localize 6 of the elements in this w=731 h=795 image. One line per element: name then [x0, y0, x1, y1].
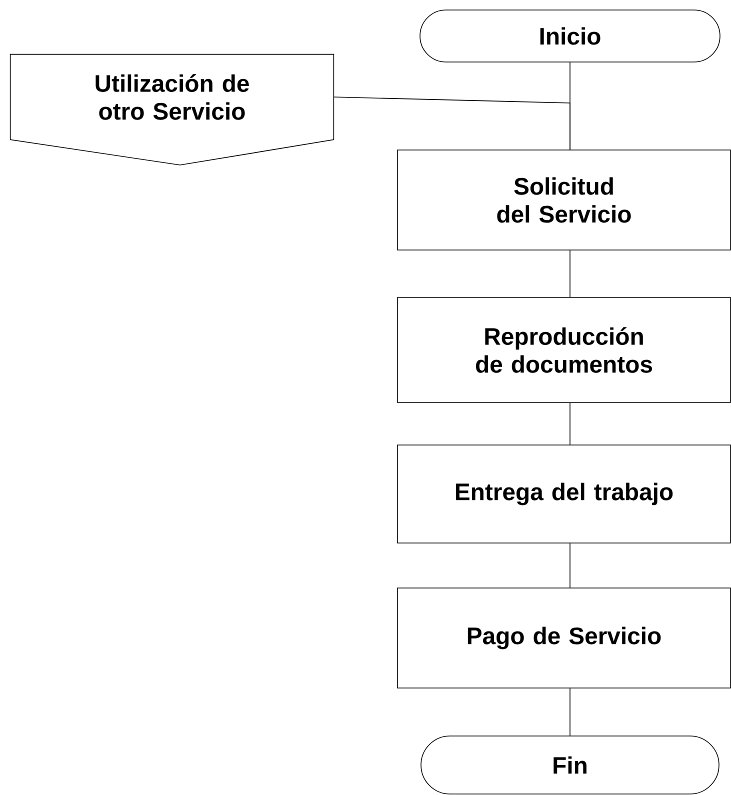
process-box: Solicitud del Servicio: [397, 150, 731, 250]
connector-line: [333, 96, 570, 150]
process-box: Entrega del trabajo: [397, 444, 731, 544]
process-box: Pago de Servicio: [397, 588, 731, 688]
off-page-connector: Utilización de otro Servicio: [10, 54, 334, 166]
process-box: Reproducción de documentos: [397, 297, 731, 403]
